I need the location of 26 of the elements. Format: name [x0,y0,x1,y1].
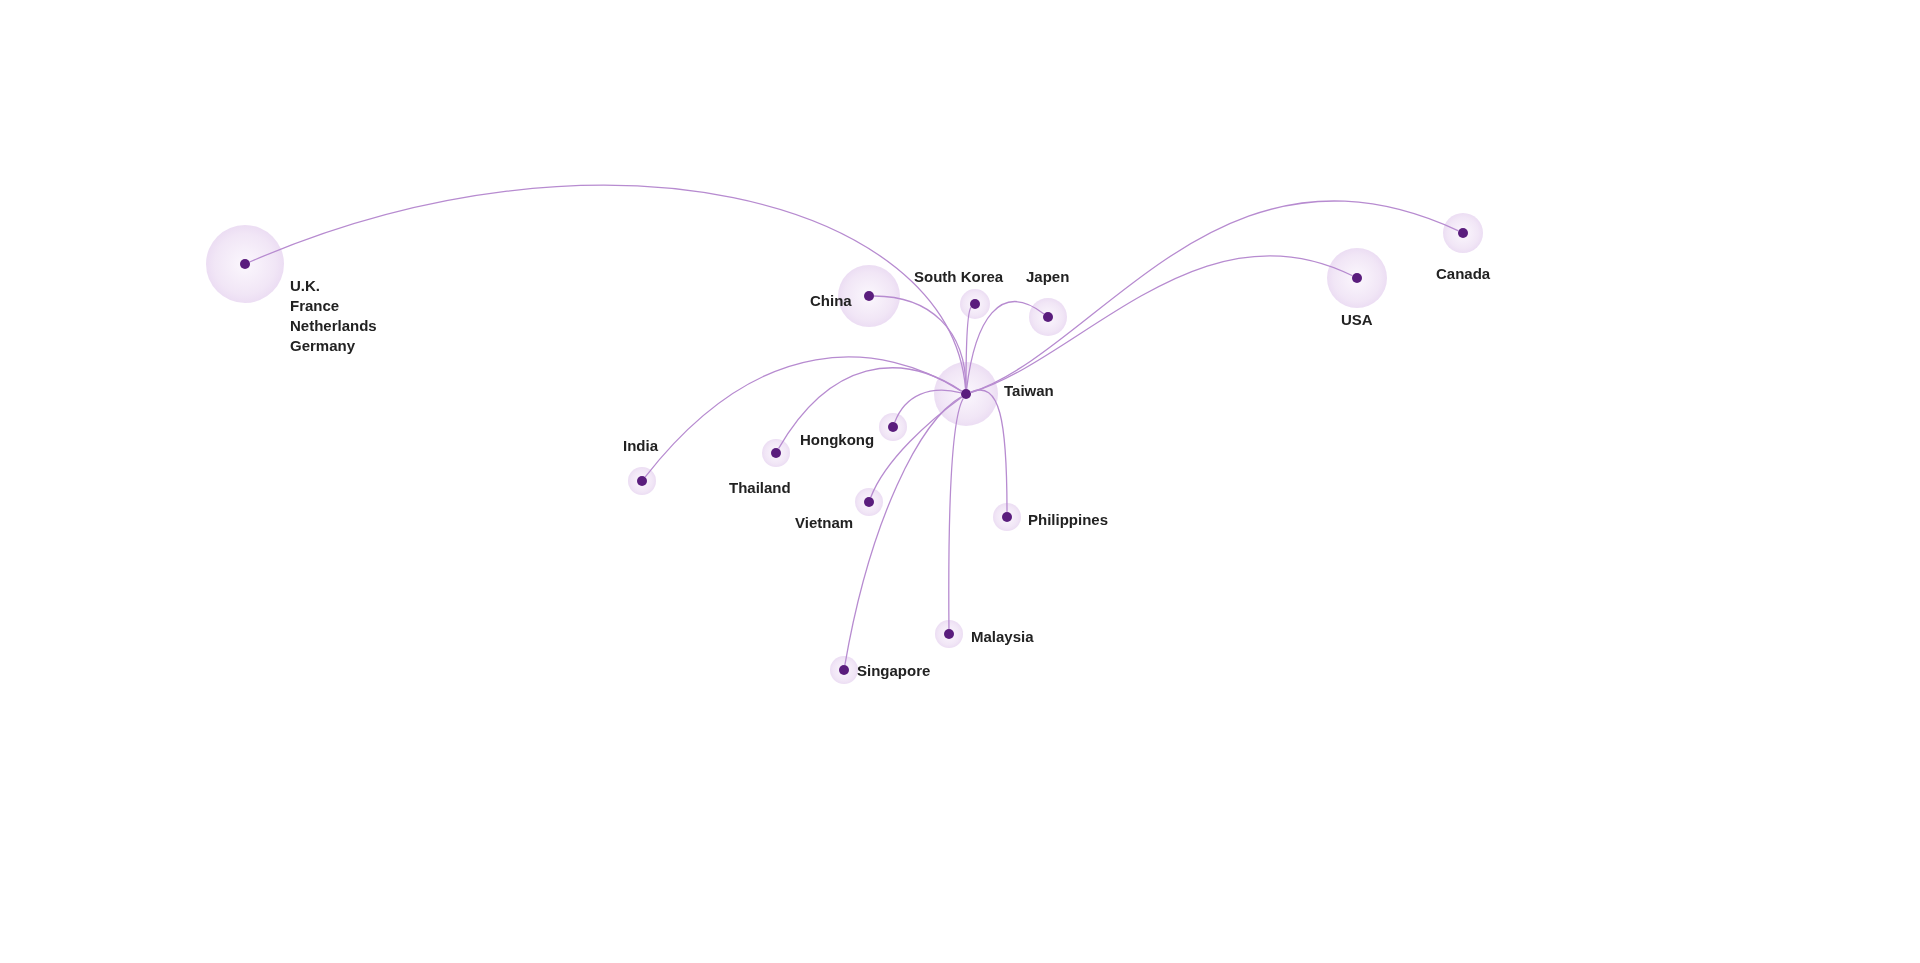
country-label: Germany [290,336,356,356]
country-label: Vietnam [795,513,854,533]
country-label: India [623,436,658,456]
country-label: Hongkong [800,430,875,450]
country-label: Japen [1026,267,1070,287]
country-label: Netherlands [290,316,377,336]
connection-curve [894,389,962,423]
country-label: Singapore [857,661,931,681]
country-label: Thailand [729,478,791,498]
country-label: Malaysia [971,627,1034,647]
connection-curve [844,395,963,666]
country-label: France [290,296,340,316]
connection-curve [965,301,1045,390]
country-label: China [810,291,852,311]
connection-curve [948,397,965,630]
country-label: U.K. [290,276,320,296]
country-label: South Korea [914,267,1004,287]
connection-curve [777,367,963,450]
country-label: Philippines [1028,510,1108,530]
country-label: Canada [1436,264,1491,284]
country-label: Taiwan [1004,381,1054,401]
connection-curve [969,389,1008,513]
connection-curve [965,306,972,390]
connection-curve [970,255,1354,394]
connection-curve [870,396,963,498]
country-label: USA [1341,310,1373,330]
